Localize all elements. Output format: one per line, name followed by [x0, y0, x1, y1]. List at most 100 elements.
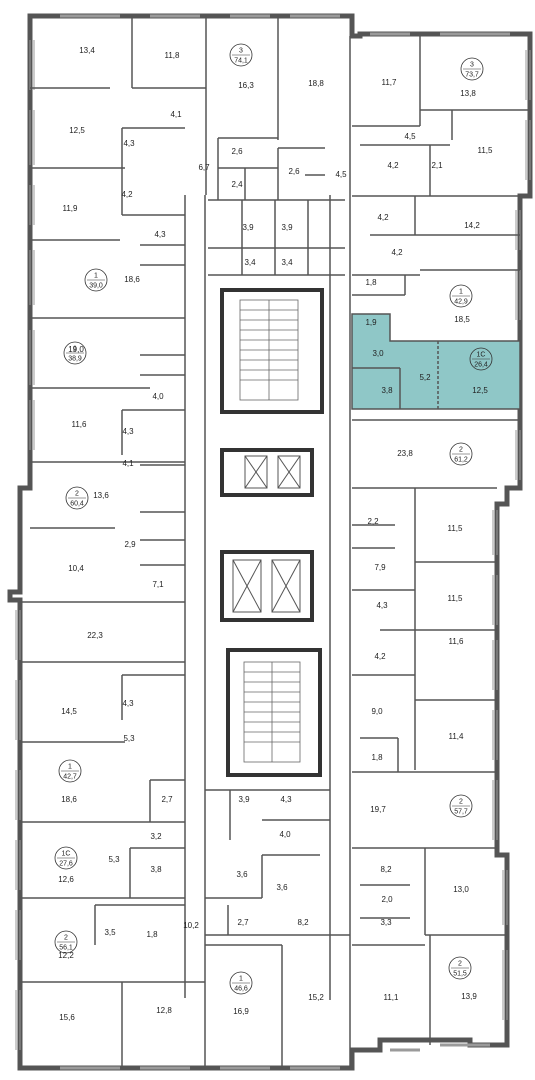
room-area-label: 3,9	[281, 223, 293, 232]
room-area-label: 2,0	[381, 895, 393, 904]
room-area-label: 10,2	[183, 921, 199, 930]
room-area-label: 8,2	[380, 865, 392, 874]
room-area-label: 18,8	[308, 79, 324, 88]
room-area-label: 18,5	[454, 315, 470, 324]
apartment-rooms-count: 3	[239, 48, 243, 55]
apartment-rooms-count: 2	[458, 961, 462, 968]
room-area-label: 2,6	[231, 147, 243, 156]
highlighted-apartment[interactable]	[351, 313, 521, 410]
room-area-label: 3,3	[380, 918, 392, 927]
room-area-label: 4,3	[123, 139, 135, 148]
room-area-label: 5,3	[108, 855, 120, 864]
stairs	[239, 299, 301, 763]
building-walls	[7, 13, 533, 1071]
room-area-label: 16,9	[233, 1007, 249, 1016]
apartment-total-area: 73,7	[465, 72, 479, 79]
room-area-label: 13,8	[460, 89, 476, 98]
room-area-label: 13,0	[453, 885, 469, 894]
room-area-label: 11,8	[165, 51, 181, 60]
room-area-label: 4,0	[279, 830, 291, 839]
room-area-label: 11,6	[449, 637, 465, 646]
room-area-label: 11,4	[449, 732, 465, 741]
room-area-label: 14,2	[464, 221, 480, 230]
apartment-badge[interactable]: 251,5	[448, 956, 472, 980]
room-area-label: 2,6	[288, 167, 300, 176]
elevators	[232, 455, 301, 613]
room-area-label: 13,4	[79, 46, 95, 55]
room-area-label: 1,8	[365, 278, 377, 287]
room-area-label: 3,8	[381, 386, 393, 395]
room-area-label: 4,2	[377, 213, 389, 222]
room-area-label: 2,9	[124, 540, 136, 549]
room-area-label: 4,3	[154, 230, 166, 239]
apartment-badge[interactable]: 261,2	[449, 442, 473, 466]
room-area-label: 3,4	[281, 258, 293, 267]
apartment-rooms-count: 1	[94, 273, 98, 280]
room-area-label: 4,2	[121, 190, 133, 199]
room-area-label: 2,7	[161, 795, 173, 804]
apartment-badge[interactable]: 138,9	[63, 341, 87, 365]
room-area-label: 3,9	[242, 223, 254, 232]
apartment-badge[interactable]: 373,7	[460, 57, 484, 81]
apartment-badge[interactable]: 146,6	[229, 971, 253, 995]
apartment-rooms-count: 1	[459, 289, 463, 296]
room-area-label: 11,7	[382, 78, 398, 87]
apartment-badge[interactable]: 139,0	[84, 268, 108, 292]
room-area-label: 13,9	[461, 992, 477, 1001]
apartment-badge[interactable]: 257,7	[449, 794, 473, 818]
apartment-total-area: 38,9	[68, 356, 82, 363]
room-area-label: 23,8	[397, 449, 413, 458]
interior-walls	[20, 16, 530, 1068]
room-area-label: 1,8	[146, 930, 158, 939]
apartment-badge[interactable]: 374,1	[229, 43, 253, 67]
apartment-badge[interactable]: 142,7	[58, 759, 82, 783]
room-area-label: 4,2	[374, 652, 386, 661]
room-area-label: 11,1	[384, 993, 400, 1002]
apartment-total-area: 61,2	[454, 457, 468, 464]
structural-core	[220, 288, 324, 777]
room-area-label: 18,6	[61, 795, 77, 804]
apartment-total-area: 27,6	[59, 861, 73, 868]
room-area-label: 4,1	[170, 110, 182, 119]
apartment-total-area: 46,6	[234, 986, 248, 993]
highlighted-apartment-fill	[351, 313, 521, 410]
room-area-label: 3,6	[236, 870, 248, 879]
windows	[15, 14, 531, 1070]
apartment-badge[interactable]: 256,1	[54, 930, 78, 954]
apartment-badge[interactable]: 260,4	[65, 486, 89, 510]
room-area-label: 4,2	[387, 161, 399, 170]
room-area-label: 7,1	[152, 580, 164, 589]
room-area-label: 2,2	[367, 517, 379, 526]
apartment-rooms-count: 1	[73, 346, 77, 353]
apartment-total-area: 42,7	[63, 774, 77, 781]
room-area-label: 5,2	[419, 373, 431, 382]
room-area-label: 4,3	[122, 699, 134, 708]
room-area-label: 15,6	[59, 1013, 75, 1022]
room-area-label: 11,5	[448, 524, 464, 533]
room-area-label: 4,1	[122, 459, 134, 468]
room-area-label: 2,4	[231, 180, 243, 189]
room-area-label: 3,4	[244, 258, 256, 267]
room-area-label: 5,3	[123, 734, 135, 743]
apartment-rooms-count: 1	[68, 764, 72, 771]
room-area-label: 4,3	[122, 427, 134, 436]
apartment-total-area: 42,9	[454, 299, 468, 306]
room-area-label: 14,5	[61, 707, 77, 716]
apartment-rooms-count: 1	[239, 976, 243, 983]
room-area-label: 12,6	[58, 875, 74, 884]
apartment-total-area: 56,1	[59, 945, 73, 952]
room-area-label: 11,5	[478, 146, 494, 155]
room-area-label: 11,5	[448, 594, 464, 603]
room-area-label: 2,7	[237, 918, 249, 927]
apartment-rooms-count: 3	[470, 62, 474, 69]
room-area-label: 4,0	[152, 392, 164, 401]
room-area-label: 4,3	[280, 795, 292, 804]
room-area-label: 4,5	[404, 132, 416, 141]
apartment-rooms-count: 2	[75, 491, 79, 498]
room-area-label: 13,6	[93, 491, 109, 500]
apartment-total-area: 26,4	[474, 362, 488, 369]
apartment-badge[interactable]: 142,9	[449, 284, 473, 308]
